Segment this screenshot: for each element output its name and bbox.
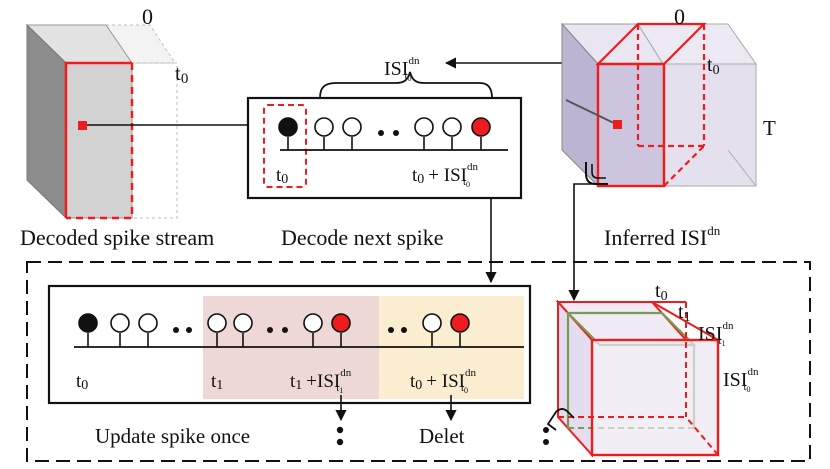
ellipsis-dot (388, 327, 394, 333)
extension-bottom-edge (727, 149, 757, 187)
slice-dashed-edge (66, 63, 134, 220)
top-box-t0-label: t0 (276, 165, 288, 187)
spike-empty (342, 117, 362, 150)
outer-hidden-bottom (685, 416, 719, 456)
spike-empty (422, 313, 442, 347)
nested-t1-label: t1 (678, 301, 691, 325)
outer-front-face (590, 338, 720, 457)
spike-empty (207, 313, 227, 347)
slab-front (596, 62, 666, 188)
caption-update-spike-once: Update spike once (95, 424, 250, 448)
ghost-front-face (131, 62, 178, 219)
top-spike-train (278, 117, 491, 150)
caption-decode-next-spike: Decode next spike (281, 225, 444, 250)
right-cube-zero-label: 0 (674, 4, 685, 29)
spike-filled-black (278, 117, 298, 150)
spike-empty (314, 117, 334, 150)
nested-t0-label: t0 (655, 280, 668, 304)
isi-brace (319, 71, 493, 99)
bottom-spike-train (78, 313, 470, 347)
continuation-dot (543, 427, 549, 433)
small-magnifier-icon (546, 408, 575, 431)
spike-empty (414, 117, 434, 150)
spike-filled-red (471, 117, 491, 150)
continuation-dot (543, 439, 549, 445)
spike-empty (442, 117, 462, 150)
nested-isi-cubes (555, 299, 720, 458)
red-pixel-marker (613, 120, 622, 129)
spike-empty (303, 313, 323, 347)
spike-empty (138, 313, 158, 347)
bottom-t1-label: t1 (211, 371, 223, 393)
ellipsis-dot (186, 327, 192, 333)
cube-front-face (597, 63, 665, 187)
bottom-t0-label: t0 (76, 371, 88, 393)
magnifier-to-cube-arrow (568, 183, 596, 302)
pixel-ray (565, 99, 619, 126)
update-region-dashed-border (26, 261, 811, 462)
caption-inferred-isi: Inferred ISIdn (604, 223, 721, 250)
spike-empty (110, 313, 130, 347)
spike-filled-black (78, 313, 98, 347)
decoded-spike-stream-cube (25, 23, 178, 220)
magnifier-inner-icon (591, 164, 606, 179)
ellipsis-dot (393, 130, 399, 136)
slice-solid-edge (64, 61, 132, 218)
ghost-top-face (105, 24, 176, 64)
right-cube-t0-label: t0 (707, 54, 720, 78)
ellipsis-dot (378, 130, 384, 136)
spike-filled-red (450, 313, 470, 347)
spike-filled-red (331, 313, 351, 347)
caption-delet: Delet (419, 424, 465, 448)
inferred-isi-cube (560, 22, 757, 188)
right-cube-T-label: T (763, 116, 776, 140)
spike-empty (233, 313, 253, 347)
outer-top-right-edge (651, 301, 719, 341)
ellipsis-dot (282, 327, 288, 333)
ellipsis-dot (173, 327, 179, 333)
red-pixel-marker (78, 121, 87, 130)
decode-next-spike-box (246, 96, 523, 200)
cube-front-face (65, 62, 133, 219)
left-cube-zero-label: 0 (142, 4, 153, 29)
continuation-dot (336, 438, 344, 446)
ellipsis-dot (401, 327, 407, 333)
caption-decoded-spike-stream: Decoded spike stream (20, 225, 214, 250)
ellipsis-dot (267, 327, 273, 333)
continuation-dot (336, 426, 344, 434)
left-cube-t0-label: t0 (175, 61, 188, 87)
